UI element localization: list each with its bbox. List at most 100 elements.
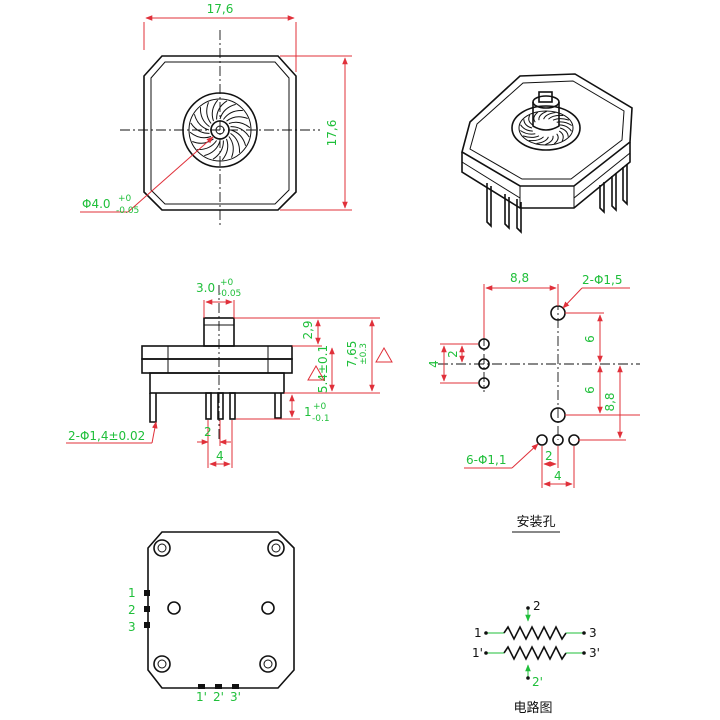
spacing-upper-text: 6 <box>583 335 597 343</box>
fan-blade <box>545 135 554 146</box>
side-pin-3 <box>229 392 236 420</box>
circuit-label-1p: 1' <box>472 646 483 660</box>
fan-blade <box>522 135 540 138</box>
fan-blade <box>559 127 569 137</box>
left-v-outer-text: 4 <box>427 360 441 368</box>
fan-blade <box>533 111 539 123</box>
fan-blade <box>199 107 210 128</box>
fan-blade <box>216 100 228 120</box>
top-view-knob-rim <box>182 92 258 168</box>
fan-blade <box>212 140 224 160</box>
node-2 <box>526 606 530 610</box>
iso-pin-left-1 <box>486 183 492 228</box>
fan-blade <box>548 114 564 120</box>
bottom-corner-hole-br <box>259 655 277 673</box>
fan-blade <box>219 103 236 120</box>
iso-pin-right-2 <box>611 173 617 212</box>
bottom-pin-label-2p: 2' <box>213 690 224 704</box>
spacing-lower-text: 6 <box>583 386 597 394</box>
bottom-pin-1 <box>144 590 150 596</box>
bottom-hole-left <box>167 601 181 615</box>
iso-shaft <box>532 102 560 131</box>
hole-left-2 <box>478 358 490 370</box>
bottom-corner-hole-tl <box>153 539 171 557</box>
fan-blade <box>222 109 243 120</box>
circuit-label-3: 3 <box>589 626 597 640</box>
isometric-view <box>461 73 633 234</box>
bottom-pin-label-3p: 3' <box>230 690 241 704</box>
node-3 <box>582 631 586 635</box>
left-v-inner-text: 2 <box>446 350 460 358</box>
mount-vert-text: 8,8 <box>603 392 617 411</box>
fan-blade <box>206 102 212 124</box>
fan-blade <box>230 132 241 153</box>
width-dim-text: 17,6 <box>207 2 234 16</box>
top-view-shaft <box>210 120 230 140</box>
node-2p <box>526 676 530 680</box>
small-hole-text: 6-Φ1,1 <box>466 453 507 467</box>
large-hole-text: 2-Φ1,5 <box>582 273 623 287</box>
hole-bottom-1 <box>536 434 548 446</box>
fan-blade <box>230 126 250 138</box>
bottom-pitch-text: 2 <box>545 449 553 463</box>
hole-bottom-3 <box>568 434 580 446</box>
iso-top-inner <box>469 80 625 180</box>
stem-height-text: 2,9 <box>301 320 315 339</box>
circuit-diagram: 2 1 3 1' 3' 2' 电路图 <box>472 599 600 716</box>
circuit-label-2: 2 <box>533 599 541 613</box>
fan-blade <box>538 110 547 121</box>
bottom-pin-label-1: 1 <box>128 586 136 600</box>
iso-side-face <box>461 142 631 209</box>
side-pin-2 <box>217 392 224 420</box>
fan-blade <box>536 136 549 144</box>
mounting-caption: 安装孔 <box>516 515 555 530</box>
fan-blade <box>543 112 556 120</box>
hole-left-1 <box>478 338 490 350</box>
side-leg-right <box>274 393 282 419</box>
hole-bottom-2 <box>552 434 564 446</box>
fan-blade <box>193 114 210 131</box>
stem-tol-upper: +0 <box>220 278 234 288</box>
mounting-hole-pattern: 8,8 2-Φ1,5 6 6 8,8 4 2 6-Φ1,1 2 4 <box>427 271 640 533</box>
stem-width-text: 3.0 <box>196 281 215 295</box>
bottom-pin-2p <box>215 684 222 689</box>
pin-tol-value: 1 <box>304 405 312 419</box>
bottom-pin-label-1p: 1' <box>196 690 207 704</box>
mount-horiz-text: 8,8 <box>510 271 529 285</box>
bottom-corner-hole-br-inner <box>263 659 273 669</box>
bottom-corner-hole-tr-inner <box>271 543 281 553</box>
side-bottom-band <box>149 372 285 394</box>
pin-pitch-text: 2 <box>204 425 212 439</box>
top-view: 17,6 17,6 Φ4.0 +0 -0.05 <box>80 2 352 225</box>
shaft-dia-leader <box>127 136 214 213</box>
iso-fan-blades <box>520 110 572 146</box>
fan-blade <box>228 121 251 129</box>
fan-blade <box>558 130 564 142</box>
pin-dia-leader <box>151 421 158 444</box>
circuit-label-1: 1 <box>474 626 482 640</box>
height-dim-text: 17,6 <box>325 120 339 147</box>
pin-tol-upper: +0 <box>313 402 327 412</box>
fan-blade <box>559 124 572 132</box>
bottom-corner-hole-bl-inner <box>157 659 167 669</box>
bottom-pin-1p <box>198 684 205 689</box>
pin-tol-lower: -0.1 <box>312 414 330 424</box>
node-3p <box>582 651 586 655</box>
small-hole-leader <box>511 443 539 469</box>
top-view-knob-ring <box>188 98 252 162</box>
iso-knob-rim <box>511 105 581 151</box>
resistor-top <box>503 625 567 641</box>
bottom-corner-hole-bl <box>153 655 171 673</box>
side-top-band <box>141 345 293 360</box>
node-1 <box>484 631 488 635</box>
bottom-pin-label-2: 2 <box>128 603 136 617</box>
iso-pin-right-1 <box>599 182 605 214</box>
fan-blade <box>556 121 572 126</box>
shaft-dia-tol-upper: +0 <box>118 194 132 204</box>
iso-shaft-top <box>532 95 560 109</box>
iso-knob-inner <box>518 110 574 146</box>
fan-blade <box>528 136 544 142</box>
iso-band-2 <box>573 152 631 199</box>
iso-pin-right-3 <box>622 164 628 206</box>
fan-blade <box>228 136 234 158</box>
